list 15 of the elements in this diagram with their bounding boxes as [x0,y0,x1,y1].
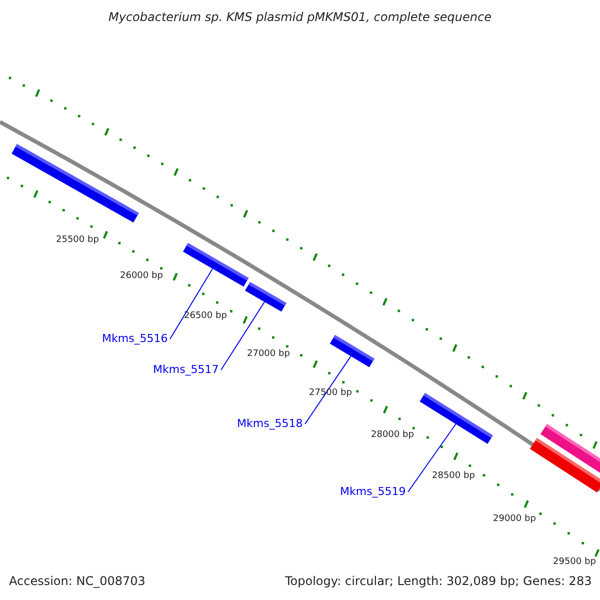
gene-label: Mkms_5519 [340,485,406,498]
position-label: 29500 bp [553,557,596,567]
leader-line [220,301,265,370]
diagram-title: Mycobacterium sp. KMS plasmid pMKMS01, complete sequence [108,10,492,24]
accession-text: Accession: NC_008703 [9,574,146,588]
gene-label: Mkms_5516 [102,332,168,345]
position-label: 29000 bp [493,514,536,524]
gene-label: Mkms_5517 [153,363,219,376]
position-label: 28500 bp [432,471,475,481]
position-label: 26500 bp [184,311,227,321]
sequence-info-text: Topology: circular; Length: 302,089 bp; Genes: 283 [285,574,592,588]
leader-line [304,356,352,424]
leader-line [408,424,456,492]
gene-label: Mkms_5518 [237,417,303,430]
position-label: 27000 bp [247,349,290,359]
